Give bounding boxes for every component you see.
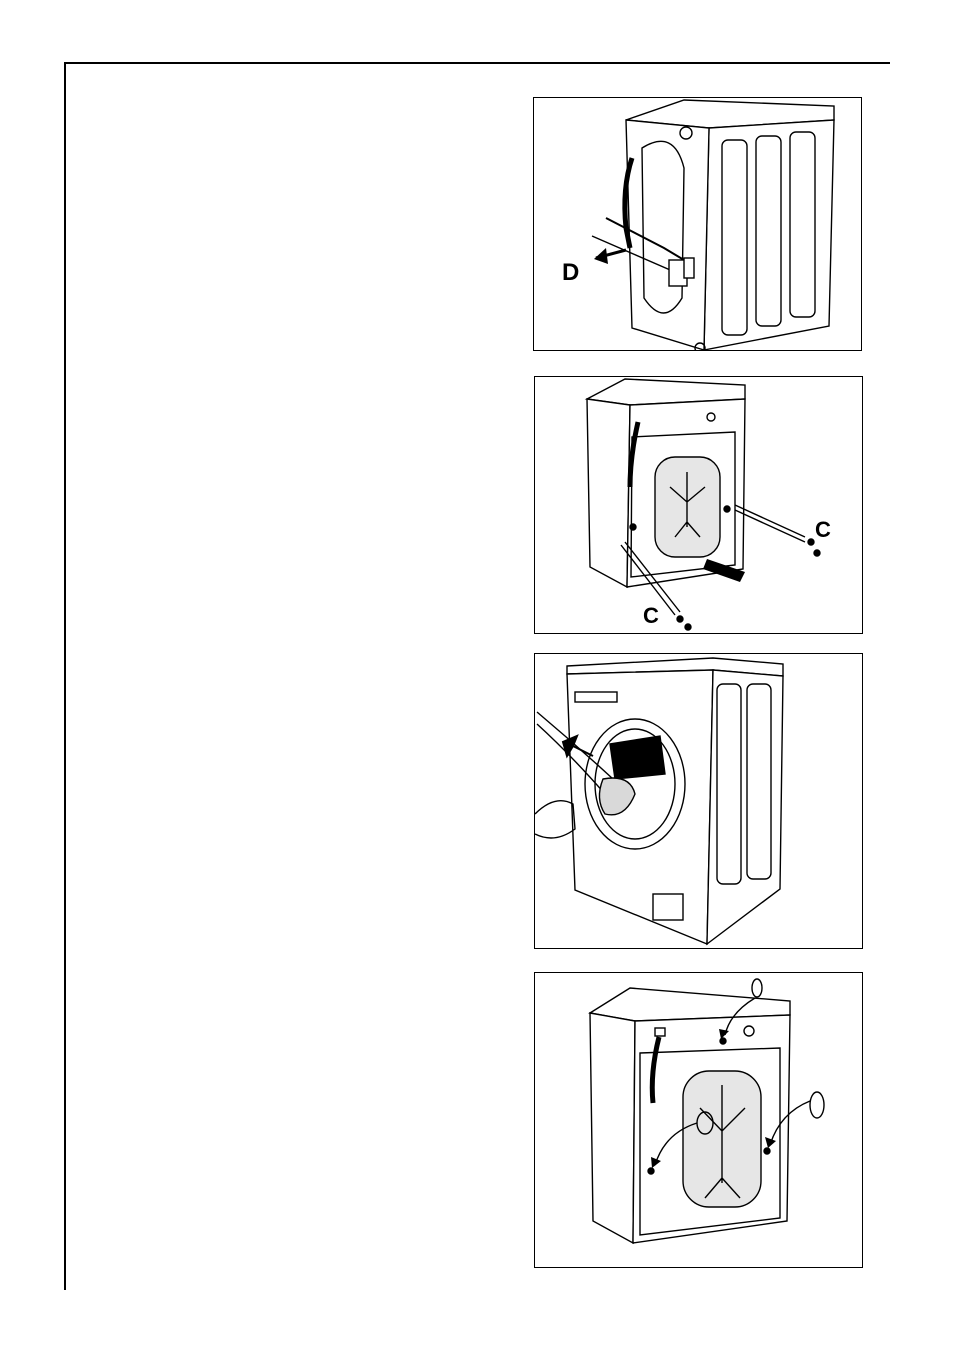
figure-insert-plugs xyxy=(534,972,863,1268)
callout-c-right: C xyxy=(815,517,831,542)
illustration-machine-rear-plugs xyxy=(535,973,863,1268)
figure-remove-bracket: D xyxy=(533,97,862,351)
frame-left-rule xyxy=(64,62,66,1290)
figure-remove-bolts: C C xyxy=(534,376,863,634)
callout-c-left: C xyxy=(643,603,659,628)
callout-d: D xyxy=(562,259,579,286)
illustration-machine-front-drum xyxy=(535,654,863,949)
illustration-machine-rear-bracket: D xyxy=(534,98,862,351)
frame-top-rule xyxy=(64,62,890,64)
illustration-machine-rear-bolts: C C xyxy=(535,377,863,634)
figure-remove-packing xyxy=(534,653,863,949)
